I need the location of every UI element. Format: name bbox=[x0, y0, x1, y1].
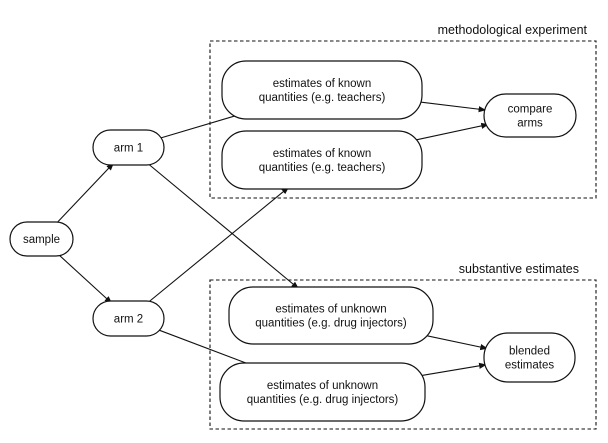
group-title-methodological-experiment: methodological experiment bbox=[438, 23, 588, 37]
node-box-unknown-estimates-1 bbox=[228, 286, 434, 345]
nodes-layer: sample arm 1 arm 2 estimates of known quanti… bbox=[9, 60, 577, 422]
node-label-known-estimates-1-line-1: estimates of known bbox=[273, 78, 371, 90]
node-sample: sample bbox=[9, 221, 74, 257]
node-arm-1: arm 1 bbox=[92, 129, 165, 166]
edge-unknown-estimates-2-to-blended-estimates bbox=[410, 362, 487, 378]
groups-layer: methodological experiment substantive est… bbox=[209, 23, 597, 430]
node-label-blended-estimates-line-1: blended bbox=[509, 346, 550, 358]
node-label-known-estimates-2-line-2: quantities (e.g. teachers) bbox=[259, 162, 386, 174]
node-blended-estimates: blended estimates bbox=[483, 332, 576, 383]
edge-arm-1-to-unknown-estimates-1 bbox=[146, 162, 299, 289]
node-unknown-estimates-2: estimates of unknown quantities (e.g. dru… bbox=[219, 362, 426, 422]
node-label-compare-arms-line-1: compare bbox=[508, 104, 553, 116]
node-label-blended-estimates-line-2: estimates bbox=[505, 360, 554, 372]
edge-known-estimates-1-to-compare-arms bbox=[414, 100, 487, 113]
node-label-arm-2-line-1: arm 2 bbox=[114, 314, 143, 326]
edge-sample-to-arm-2 bbox=[57, 253, 113, 304]
node-box-known-estimates-2 bbox=[221, 130, 423, 190]
node-label-unknown-estimates-1-line-2: quantities (e.g. drug injectors) bbox=[255, 318, 407, 330]
edge-arm-2-to-unknown-estimates-2 bbox=[156, 328, 262, 370]
node-label-known-estimates-2-line-1: estimates of known bbox=[273, 148, 371, 160]
node-label-sample-line-1: sample bbox=[23, 234, 60, 246]
node-box-known-estimates-1 bbox=[221, 60, 423, 120]
node-box-arm-1 bbox=[92, 129, 165, 166]
node-known-estimates-1: estimates of known quantities (e.g. teach… bbox=[221, 60, 423, 120]
group-methodological-experiment: methodological experiment bbox=[209, 23, 597, 199]
node-box-compare-arms bbox=[483, 93, 577, 138]
node-arm-2: arm 2 bbox=[92, 300, 165, 337]
node-unknown-estimates-1: estimates of unknown quantities (e.g. dru… bbox=[228, 286, 434, 345]
node-label-known-estimates-1-line-2: quantities (e.g. teachers) bbox=[259, 92, 386, 104]
node-box-arm-2 bbox=[92, 300, 165, 337]
group-frame-methodological-experiment bbox=[209, 40, 597, 199]
edge-arm-2-to-known-estimates-2 bbox=[146, 186, 290, 304]
node-compare-arms: compare arms bbox=[483, 93, 577, 138]
node-label-unknown-estimates-2-line-1: estimates of unknown bbox=[267, 380, 378, 392]
node-label-unknown-estimates-2-line-2: quantities (e.g. drug injectors) bbox=[247, 394, 399, 406]
group-substantive-estimates: substantive estimates bbox=[209, 262, 597, 430]
node-box-blended-estimates bbox=[483, 332, 576, 383]
node-box-unknown-estimates-2 bbox=[219, 362, 426, 422]
group-frame-substantive-estimates bbox=[209, 279, 597, 430]
node-label-compare-arms-line-2: arms bbox=[517, 118, 543, 130]
node-known-estimates-2: estimates of known quantities (e.g. teach… bbox=[221, 130, 423, 190]
edge-sample-to-arm-1 bbox=[55, 162, 114, 225]
group-title-substantive-estimates: substantive estimates bbox=[459, 262, 579, 276]
node-label-unknown-estimates-1-line-1: estimates of unknown bbox=[275, 304, 386, 316]
node-box-sample bbox=[9, 221, 74, 257]
node-label-arm-1-line-1: arm 1 bbox=[114, 143, 143, 155]
